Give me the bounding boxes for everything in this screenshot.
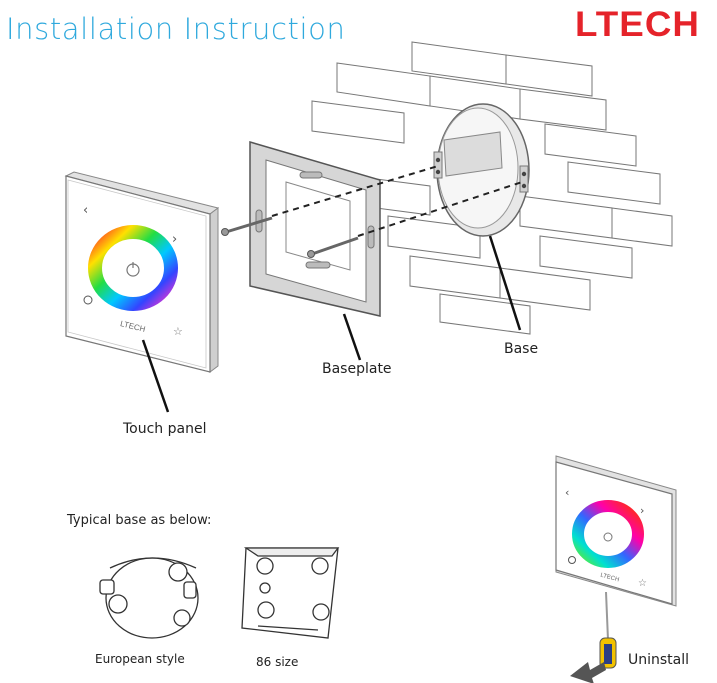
size-86-box <box>241 547 340 639</box>
svg-text:›: › <box>640 504 644 517</box>
screws <box>221 216 359 258</box>
base-junction-box <box>433 103 530 237</box>
european-style-label: European style <box>95 652 185 666</box>
uninstall-label: Uninstall <box>628 652 690 668</box>
page-title: Installation Instruction <box>6 12 346 46</box>
callout-lines <box>141 235 522 413</box>
typical-base-label: Typical base as below: <box>67 513 212 528</box>
svg-text:☆: ☆ <box>638 578 647 589</box>
touch-panel: ‹ › ☆ <box>64 171 220 373</box>
svg-text:‹: ‹ <box>565 486 569 499</box>
european-style-box <box>99 557 199 639</box>
brand-logo: LTECH <box>575 5 701 44</box>
baseplate-label: Baseplate <box>322 361 392 377</box>
base-label: Base <box>504 341 539 357</box>
baseplate <box>249 140 381 317</box>
svg-text:☆: ☆ <box>173 325 183 338</box>
touch-panel-label: Touch panel <box>123 421 207 437</box>
screwdriver-icon <box>599 591 617 669</box>
uninstall-arrow-icon <box>570 662 606 683</box>
brick-wall <box>311 41 673 335</box>
alignment-lines <box>271 165 523 237</box>
small-touch-panel: ‹ › ☆ <box>555 455 677 607</box>
svg-text:‹: ‹ <box>83 203 88 218</box>
svg-text:›: › <box>172 232 177 247</box>
size-86-label: 86 size <box>256 655 299 669</box>
